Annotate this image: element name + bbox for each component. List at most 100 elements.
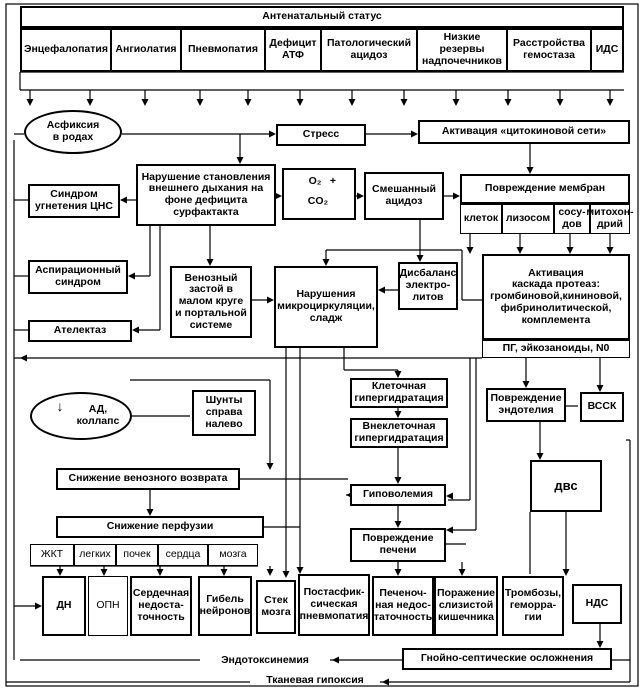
venous-return-box: Снижение венозного возврата	[56, 468, 240, 490]
perfusion-organ-gi: ЖКТ	[30, 544, 74, 566]
perfusion-organ-lungs: легких	[74, 544, 116, 566]
nds-box: НДС	[572, 584, 622, 624]
perfusion-organ-heart: сердца	[158, 544, 208, 566]
arrowhead	[56, 569, 64, 576]
extracellular-hyperhydration-box: Внеклеточная гипергидратация	[350, 418, 448, 448]
arrowhead	[146, 509, 154, 516]
stress-box: Стресс	[276, 124, 366, 146]
liver-damage-box: Повреждение печени	[350, 528, 446, 562]
arrowhead	[536, 453, 544, 460]
connector-line	[5, 3, 639, 687]
antenatal-item-hemostasis: Расстройства гемостаза	[506, 28, 592, 72]
arrowhead	[20, 354, 27, 362]
mixed-acidosis-box: Смешанный ацидоз	[364, 172, 444, 220]
arrowhead	[156, 569, 164, 576]
arrowhead	[453, 192, 460, 200]
antenatal-item-pneumopathy: Пневмопатия	[180, 28, 266, 72]
arrowhead	[458, 569, 466, 576]
arrowhead	[266, 463, 274, 470]
arrowhead	[556, 99, 564, 106]
hypovolemia-box: Гиповолемия	[350, 484, 446, 506]
perfusion-organ-kidneys: почек	[116, 544, 158, 566]
membrane-damage-box: Повреждение мембран	[460, 174, 630, 204]
arrowhead	[357, 192, 364, 200]
tissue-hypoxia-label: Тканевая гипоксия	[266, 674, 364, 687]
antenatal-status-header: Антенатальный статус	[20, 6, 624, 28]
electrolyte-imbalance-box: Дисбаланс электро- литов	[398, 262, 458, 310]
aspiration-syndrome-box: Аспирационный синдром	[28, 260, 128, 294]
arrowhead	[128, 272, 135, 280]
respiratory-failure-box: ДН	[42, 576, 86, 636]
arrowhead	[394, 521, 402, 528]
septic-complications-box: Гнойно-септические осложнения	[402, 648, 612, 670]
arrowhead	[504, 99, 512, 106]
arrowhead	[452, 99, 460, 106]
arrowhead	[332, 656, 339, 664]
arrowhead	[206, 259, 214, 266]
arrowhead	[566, 247, 574, 254]
protease-cascade-box: Активация каскада протеаз: громбиновой,к…	[482, 254, 630, 340]
arrowhead	[446, 526, 453, 534]
bp-collapse-oval	[30, 392, 132, 440]
arrowhead	[296, 567, 304, 574]
arrowhead	[596, 385, 604, 392]
acute-renal-failure-box: ОПН	[88, 576, 128, 636]
venous-congestion-box: Венозный застой в малом круге и портальн…	[170, 266, 252, 338]
membrane-lysosomes-box: лизосом	[502, 204, 554, 234]
arrowhead	[35, 602, 42, 610]
arrowhead	[466, 247, 474, 254]
cytokine-network-box: Активация «цитокиновой сети»	[418, 120, 630, 144]
antenatal-item-encephalopathy: Энцефалопатия	[20, 28, 112, 72]
endothelium-damage-box: Повреждение эндотелия	[486, 388, 566, 422]
liver-failure-box: Печеноч- ная недос- таточность	[372, 576, 434, 636]
arrowhead	[348, 99, 356, 106]
arrowhead	[394, 411, 402, 418]
arrowhead	[416, 255, 424, 262]
arrowhead	[322, 259, 330, 266]
arrowhead	[394, 371, 402, 378]
arrowhead	[132, 326, 139, 334]
arrowhead	[596, 641, 604, 648]
arrowhead	[244, 99, 252, 106]
arrowhead	[267, 296, 274, 304]
membrane-vessels-box: сосу- дов	[554, 204, 590, 234]
heart-failure-box: Сердечная недоста- точность	[130, 576, 192, 636]
neuron-death-box: Гибель нейронов	[198, 576, 252, 636]
intestinal-mucosa-box: Поражение слизистой кишечника	[434, 576, 498, 636]
arrowhead	[516, 247, 524, 254]
vssk-box: ВССК	[580, 392, 624, 422]
perfusion-organ-brain: мозга	[208, 544, 258, 566]
post-asphyxia-pneumopathy-box: Постасфик- сическая пневмопатия	[298, 574, 370, 636]
arrowhead	[394, 477, 402, 484]
arrowhead	[275, 192, 282, 200]
cellular-hyperhydration-box: Клеточная гипергидратация	[350, 378, 448, 408]
arrowhead	[522, 381, 530, 388]
arrowhead	[446, 492, 453, 500]
gas-exchange-box	[282, 168, 356, 220]
dic-box: двс	[530, 460, 602, 512]
atelectasis-box: Ателектаз	[28, 320, 132, 342]
arrowhead	[220, 569, 228, 576]
arrowhead	[394, 569, 402, 576]
antenatal-item-ids: ИДС	[590, 28, 624, 72]
antenatal-item-acidosis: Патологический ацидоз	[320, 28, 418, 72]
arrowhead	[400, 99, 408, 106]
arrowhead	[282, 571, 290, 578]
endotoxemia-label: Эндотоксинемия	[221, 654, 309, 667]
arrowhead	[526, 167, 534, 174]
arrowhead	[86, 99, 94, 106]
arrowhead	[196, 99, 204, 106]
arrowhead	[606, 99, 614, 106]
arrowhead	[269, 130, 276, 138]
arrowhead	[562, 569, 570, 576]
gas-o2-label: O₂	[308, 175, 322, 188]
breathing-disorder-box: Нарушение становления внешнего дыхания н…	[136, 164, 276, 226]
arrowhead	[266, 569, 274, 576]
prostaglandins-box: ПГ, эйкозаноиды, N0	[482, 340, 630, 358]
arrowhead	[382, 678, 389, 686]
asphyxia-oval: Асфиксия в родах	[24, 110, 122, 154]
membrane-cells-box: клеток	[460, 204, 502, 234]
perfusion-reduction-box: Снижение перфузии	[56, 516, 264, 538]
down-arrow-icon: ↓	[56, 398, 64, 415]
